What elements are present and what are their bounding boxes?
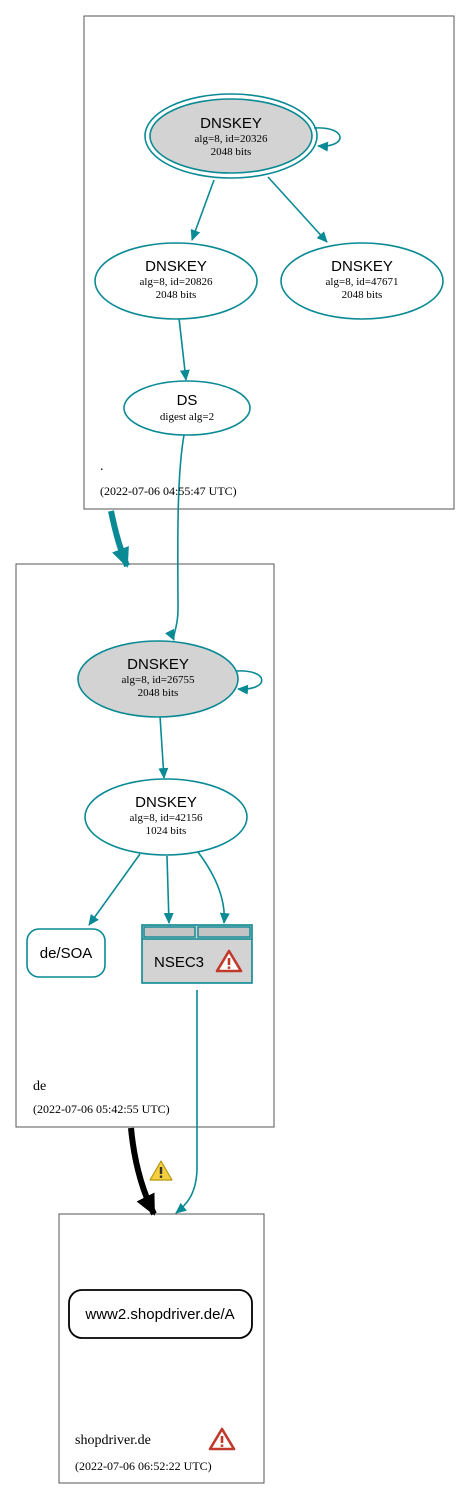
zone-shopdriver-name: shopdriver.de xyxy=(75,1433,151,1448)
root-zsk1-line2: 2048 bits xyxy=(156,289,197,301)
edge-zsk1-ds xyxy=(178,317,190,381)
zone-root-timestamp: (2022-07-06 04:55:47 UTC) xyxy=(100,484,237,498)
error-warning-icon[interactable] xyxy=(215,949,243,973)
root-zsk2-title: DNSKEY xyxy=(331,258,393,275)
edge-delegation-root-de xyxy=(108,510,130,568)
root-ksk-line1: alg=8, id=20326 xyxy=(195,133,268,145)
de-ksk-title: DNSKEY xyxy=(127,656,189,673)
zone-shopdriver-timestamp: (2022-07-06 06:52:22 UTC) xyxy=(75,1459,212,1473)
root-zsk2-node[interactable]: DNSKEY alg=8, id=47671 2048 bits xyxy=(280,242,444,320)
edge-delegation-de-shopdriver xyxy=(128,1127,157,1216)
edge-nsec3-shopdriver xyxy=(175,990,198,1214)
warning-icon[interactable] xyxy=(149,1160,173,1181)
de-soa-label: de/SOA xyxy=(40,945,93,962)
edge-root-ksk-zsk2 xyxy=(267,176,328,243)
edge-root-ksk-zsk1 xyxy=(190,179,215,241)
root-zsk1-line1: alg=8, id=20826 xyxy=(140,276,213,288)
edge-de-zsk-nsec3-a xyxy=(163,855,174,924)
edge-de-ksk-self xyxy=(235,670,263,695)
nsec3-node[interactable]: NSEC3 xyxy=(141,924,253,984)
de-zsk-line2: 1024 bits xyxy=(146,825,187,837)
zone-root-name: . xyxy=(100,459,104,474)
error-warning-icon[interactable] xyxy=(208,1427,236,1451)
edge-de-zsk-soa xyxy=(88,853,141,926)
root-ksk-line2: 2048 bits xyxy=(211,146,252,158)
nsec3-label: NSEC3 xyxy=(154,954,204,971)
edge-de-zsk-nsec3-b xyxy=(197,851,230,924)
de-ds-line1: digest alg=2 xyxy=(160,411,214,423)
root-zsk2-line2: 2048 bits xyxy=(342,289,383,301)
de-ds-node[interactable]: DS digest alg=2 xyxy=(123,380,251,436)
target-rrset-node[interactable]: www2.shopdriver.de/A xyxy=(68,1289,253,1339)
de-soa-node[interactable]: de/SOA xyxy=(26,928,106,978)
edge-ds-de-ksk xyxy=(165,434,185,641)
de-zsk-title: DNSKEY xyxy=(135,794,197,811)
edge-root-ksk-self xyxy=(313,127,341,152)
de-zsk-node[interactable]: DNSKEY alg=8, id=42156 1024 bits xyxy=(84,778,248,856)
de-ksk-line1: alg=8, id=26755 xyxy=(122,674,195,686)
edge-de-ksk-zsk xyxy=(158,715,169,779)
de-ksk-node[interactable]: DNSKEY alg=8, id=26755 2048 bits xyxy=(77,640,239,718)
root-zsk2-line1: alg=8, id=47671 xyxy=(326,276,399,288)
root-zsk1-title: DNSKEY xyxy=(145,258,207,275)
root-ksk-node[interactable]: DNSKEY alg=8, id=20326 2048 bits xyxy=(144,93,318,179)
de-zsk-line1: alg=8, id=42156 xyxy=(130,812,203,824)
de-ds-title: DS xyxy=(177,392,198,409)
zone-de-name: de xyxy=(33,1079,46,1094)
zone-shopdriver xyxy=(58,1213,265,1484)
root-ksk-title: DNSKEY xyxy=(200,115,262,132)
de-ksk-line2: 2048 bits xyxy=(138,687,179,699)
zone-de-timestamp: (2022-07-06 05:42:55 UTC) xyxy=(33,1102,170,1116)
target-rrset-label: www2.shopdriver.de/A xyxy=(84,1306,234,1323)
root-zsk1-node[interactable]: DNSKEY alg=8, id=20826 2048 bits xyxy=(94,242,258,320)
